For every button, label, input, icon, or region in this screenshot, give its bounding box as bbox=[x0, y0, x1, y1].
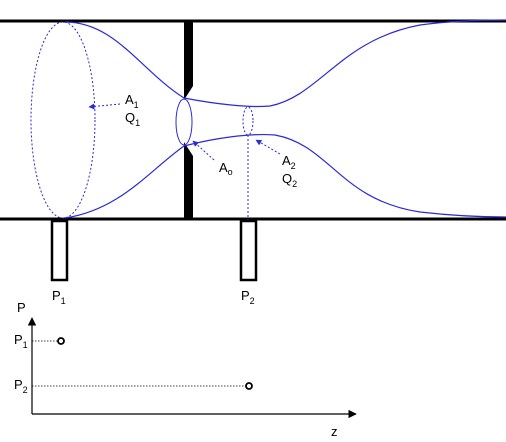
graph-y-axis-label: P bbox=[17, 300, 26, 315]
graph-level-label-p1: P1 bbox=[14, 332, 28, 350]
label-a2: A2 bbox=[282, 153, 296, 171]
tap-label-p2: P2 bbox=[241, 288, 255, 306]
orifice-plate bbox=[184, 21, 193, 219]
pressure-graph: P z P1 P2 bbox=[14, 300, 357, 439]
graph-level-label-p2: P2 bbox=[14, 377, 28, 395]
graph-x-axis-label: z bbox=[331, 424, 338, 439]
streamline-upper bbox=[64, 19, 506, 108]
pointer-vena-contracta bbox=[255, 139, 281, 155]
tap-label-p1: P1 bbox=[52, 288, 66, 306]
upstream-section-ellipse bbox=[30, 21, 96, 219]
label-ao: Ao bbox=[219, 160, 233, 177]
label-q2: Q2 bbox=[282, 171, 297, 189]
graph-point-p1 bbox=[57, 337, 65, 345]
pressure-tap-2 bbox=[239, 219, 258, 282]
label-a1: A1 bbox=[125, 92, 139, 110]
vena-contracta-ellipse bbox=[242, 106, 254, 136]
pointer-orifice bbox=[192, 140, 215, 161]
pressure-tap-1 bbox=[50, 219, 69, 282]
pointer-upstream bbox=[88, 103, 121, 110]
streamline-lower bbox=[64, 134, 506, 219]
graph-point-p2 bbox=[245, 382, 253, 390]
orifice-section-ellipse bbox=[175, 98, 193, 146]
label-q1: Q1 bbox=[125, 110, 140, 128]
